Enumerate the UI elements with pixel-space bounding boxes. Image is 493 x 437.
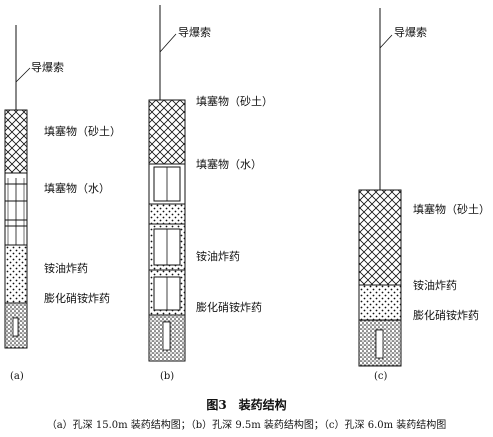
sand-stemming [148,99,186,165]
panel-tag-a: (a) [10,371,24,382]
label-detonating-cord-a: 导爆索 [31,61,64,74]
label-anfo-c: 铵油炸药 [413,279,457,292]
label-expanded-an-c: 膨化硝铵炸药 [413,309,479,322]
panel-c [358,8,402,367]
leader-line [159,33,177,53]
panel-b [148,5,186,362]
figure-title: 图3 装药结构 [206,398,287,412]
leader-line [15,67,31,83]
label-expanded-an-b: 膨化硝铵炸药 [196,301,262,314]
label-detonating-cord-c: 导爆索 [394,26,427,39]
label-anfo-a: 铵油炸药 [44,262,88,275]
label-stemming-sand-c: 填塞物（砂土） [413,203,490,216]
anfo-charge [358,284,402,321]
label-stemming-sand-b: 填塞物（砂土） [196,95,273,108]
label-stemming-sand-a: 填塞物（砂土） [44,125,121,138]
panel-tag-b: (b) [160,371,175,382]
anfo-charge [4,244,28,304]
sand-stemming [358,189,402,286]
label-expanded-an-a: 膨化硝铵炸药 [44,292,110,305]
panel-tag-c: (c) [374,371,388,382]
sand-stemming [4,109,28,174]
leader-line [379,34,393,49]
label-stemming-water-a: 填塞物（水） [44,182,110,195]
label-stemming-water-b: 填塞物（水） [196,158,262,171]
label-detonating-cord-b: 导爆索 [178,26,211,39]
figure-caption: （a）孔深 15.0m 装药结构图；（b）孔深 9.5m 装药结构图；（c）孔深… [46,420,447,431]
panel-a [4,25,31,349]
label-anfo-b: 铵油炸药 [196,250,240,263]
